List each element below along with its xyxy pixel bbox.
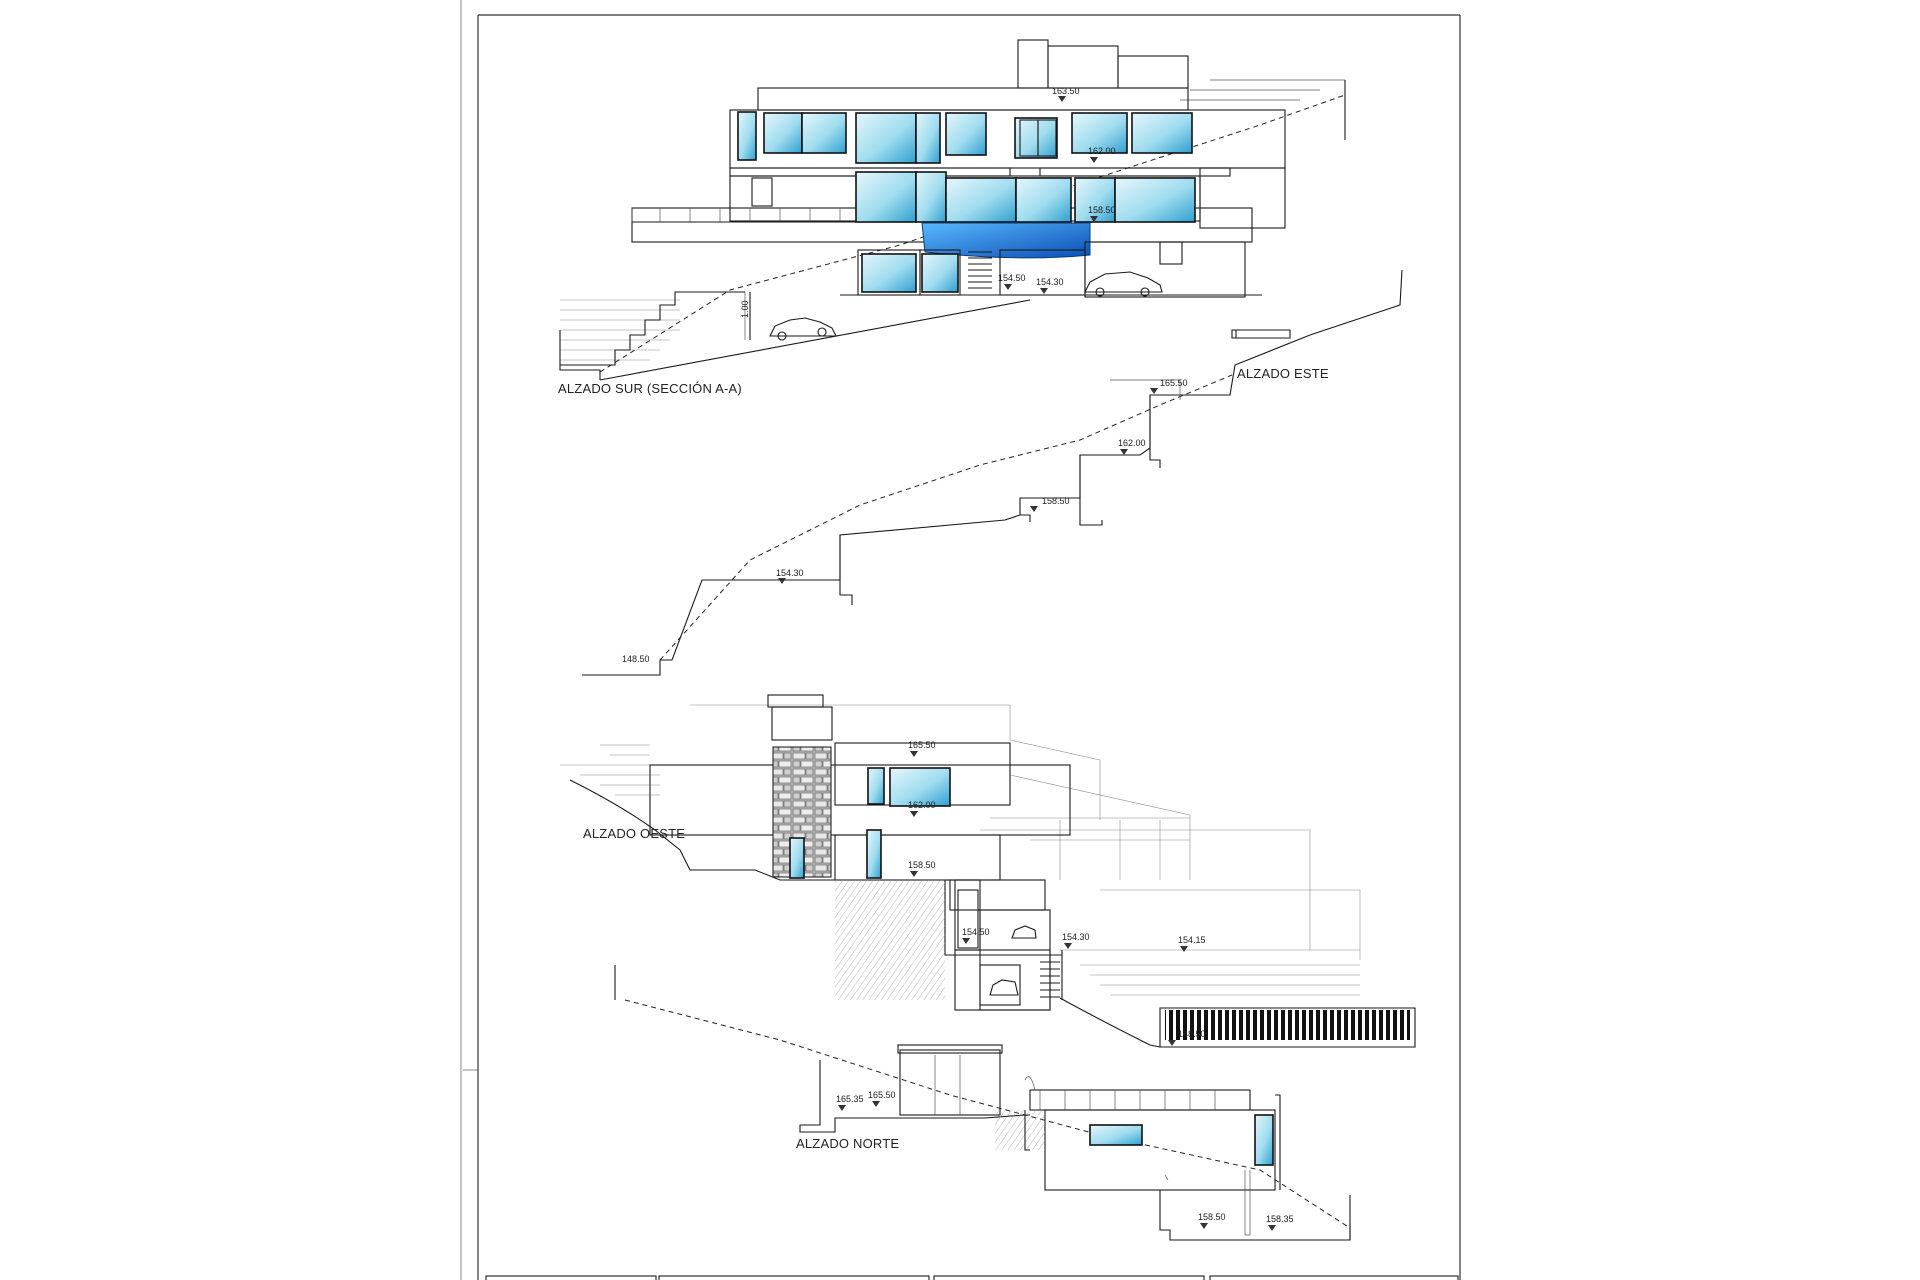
level-mark: 154.50	[998, 273, 1026, 290]
svg-text:158.50: 158.50	[1088, 205, 1116, 215]
level-mark: 165.50	[868, 1090, 896, 1107]
svg-text:154.30: 154.30	[1062, 932, 1090, 942]
level-mark: 158.50	[908, 860, 936, 877]
elevation-north: 165.35 165.50 158.50 158.35 ALZADO NORTE	[614, 965, 1351, 1241]
title-block-cells	[485, 1275, 1459, 1280]
level-mark: 165.50	[908, 740, 936, 757]
svg-text:158.50: 158.50	[1198, 1212, 1226, 1222]
elevation-east: 165.50 162.00 158.50 154.30 148.50 ALZAD…	[582, 269, 1403, 676]
level-mark: 162.00	[908, 800, 936, 817]
svg-text:154.30: 154.30	[1036, 277, 1064, 287]
svg-text:158.50: 158.50	[908, 860, 936, 870]
sheet-frame	[460, 0, 1461, 1280]
drawing-title-south: ALZADO SUR (SECCIÓN A-A)	[558, 381, 742, 396]
svg-text:148.50: 148.50	[622, 654, 650, 664]
svg-text:165.50: 165.50	[1160, 378, 1188, 388]
level-mark: 148.50	[1168, 1029, 1206, 1046]
south-house	[631, 39, 1286, 298]
level-mark: 154.30	[776, 568, 804, 584]
drawing-title-east: ALZADO ESTE	[1237, 366, 1329, 381]
level-mark: 154.30	[1062, 932, 1090, 949]
dimension-label: 1.00	[740, 300, 750, 318]
svg-text:148.50: 148.50	[1178, 1029, 1206, 1039]
svg-text:154.50: 154.50	[998, 273, 1026, 283]
svg-text:165.50: 165.50	[868, 1090, 896, 1100]
level-mark: 148.50	[622, 654, 650, 664]
svg-text:158.35: 158.35	[1266, 1214, 1294, 1224]
svg-text:154.30: 154.30	[776, 568, 804, 578]
level-mark: 154.30	[1036, 277, 1064, 294]
car-icon	[1011, 925, 1037, 939]
south-dimension: 1.00	[740, 292, 751, 340]
elevation-west: 165.50 162.00 158.50 154.50 154.30 154.1…	[560, 694, 1416, 1048]
level-mark: 165.35	[836, 1094, 864, 1111]
level-mark: 163.50	[1052, 86, 1080, 102]
level-mark: 158.50	[1030, 496, 1070, 512]
level-mark: 162.00	[1088, 146, 1116, 163]
level-mark: 158.50	[1198, 1212, 1226, 1229]
elevation-south: 1.00 163.50 162.00 158.50 154.50 154.30 …	[558, 39, 1346, 396]
level-mark: 158.50	[1088, 205, 1116, 222]
level-mark: 165.50	[1150, 378, 1188, 394]
svg-text:163.50: 163.50	[1052, 86, 1080, 96]
svg-text:162.00: 162.00	[1088, 146, 1116, 156]
svg-text:162.00: 162.00	[908, 800, 936, 810]
terrain-steps	[559, 291, 1031, 381]
svg-text:154.15: 154.15	[1178, 935, 1206, 945]
level-mark: 158.35	[1266, 1214, 1294, 1231]
car-icon	[1084, 271, 1163, 297]
svg-text:154.50: 154.50	[962, 927, 990, 937]
svg-text:162.00: 162.00	[1118, 438, 1146, 448]
level-mark: 154.50	[962, 927, 990, 944]
drawing-title-west: ALZADO OESTE	[583, 826, 685, 841]
level-mark: 154.15	[1178, 935, 1206, 952]
car-icon	[989, 979, 1019, 996]
level-mark: 162.00	[1118, 438, 1146, 455]
car-icon	[769, 317, 837, 341]
svg-text:165.50: 165.50	[908, 740, 936, 750]
svg-text:165.35: 165.35	[836, 1094, 864, 1104]
drawing-title-north: ALZADO NORTE	[796, 1136, 899, 1151]
svg-text:158.50: 158.50	[1042, 496, 1070, 506]
